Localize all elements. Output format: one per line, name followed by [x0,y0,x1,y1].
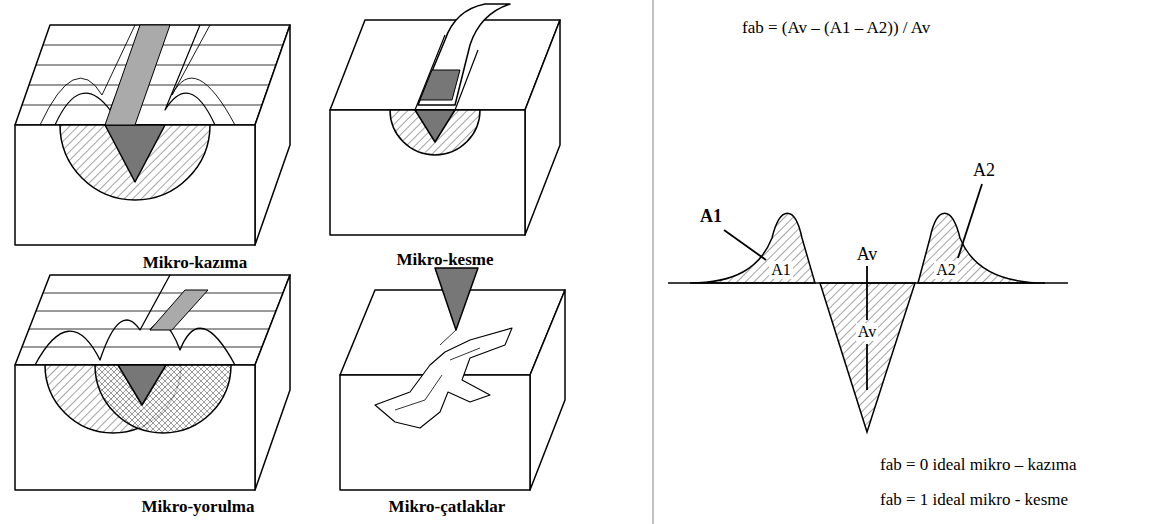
note-text: fab = 0 ideal mikro – kazıma [880,455,1077,475]
figure-caption: Mikro-kesme [397,250,494,270]
figure-caption: Mikro-yorulma [141,497,254,517]
figure-caption: Mikro-kazıma [143,253,248,273]
leader-line [724,184,982,390]
area-label: A2 [973,160,995,181]
area-label: Av [857,244,878,265]
cutting-block [330,4,560,235]
divider [652,0,653,524]
figure-caption: Mikro-çatlaklar [389,497,506,517]
formula: fab = (Av – (A1 – A2)) / Av [742,18,930,38]
note-text: fab = 1 ideal mikro - kesme [880,490,1068,510]
area-label: A2 [934,261,958,279]
ploughing-block [15,25,290,245]
area-label: A1 [700,206,722,227]
cracking-block [340,268,565,490]
groove-profile [668,213,1068,432]
fatigue-block [15,275,290,490]
area-label: Av [856,323,878,341]
area-label: A1 [769,261,793,279]
